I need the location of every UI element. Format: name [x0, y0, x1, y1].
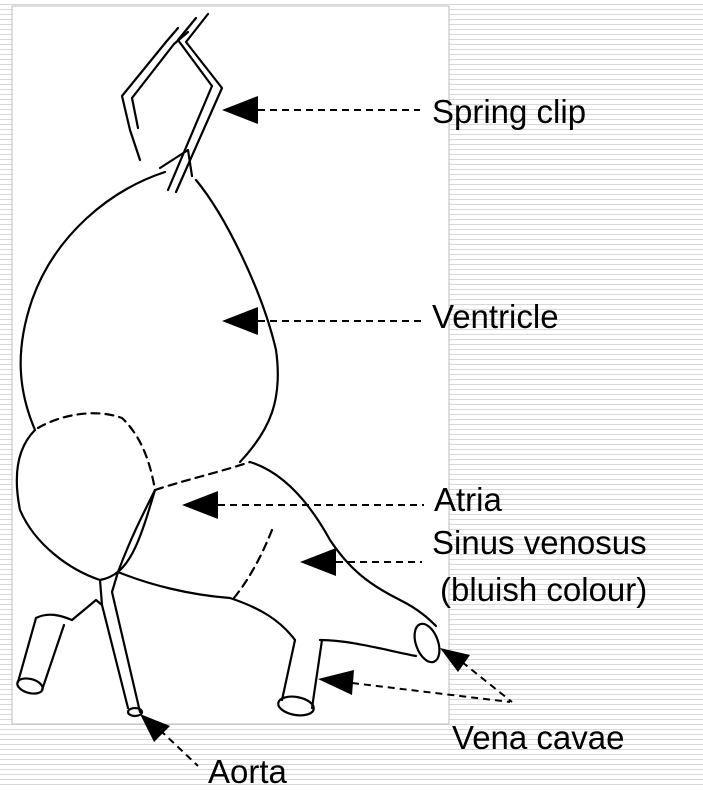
- ventricle-label: Ventricle: [432, 300, 559, 333]
- sinus-venosus-label: Sinus venosus: [432, 526, 647, 559]
- sinus-venosus-note-label: (bluish colour): [440, 573, 647, 606]
- aorta-leader: [160, 730, 198, 766]
- aorta-label: Aorta: [208, 755, 287, 788]
- vena-cavae-leader-right: [462, 662, 512, 702]
- spring-clip-label: Spring clip: [432, 95, 586, 128]
- vena-cavae-label: Vena cavae: [452, 721, 624, 754]
- atria-label: Atria: [434, 483, 502, 516]
